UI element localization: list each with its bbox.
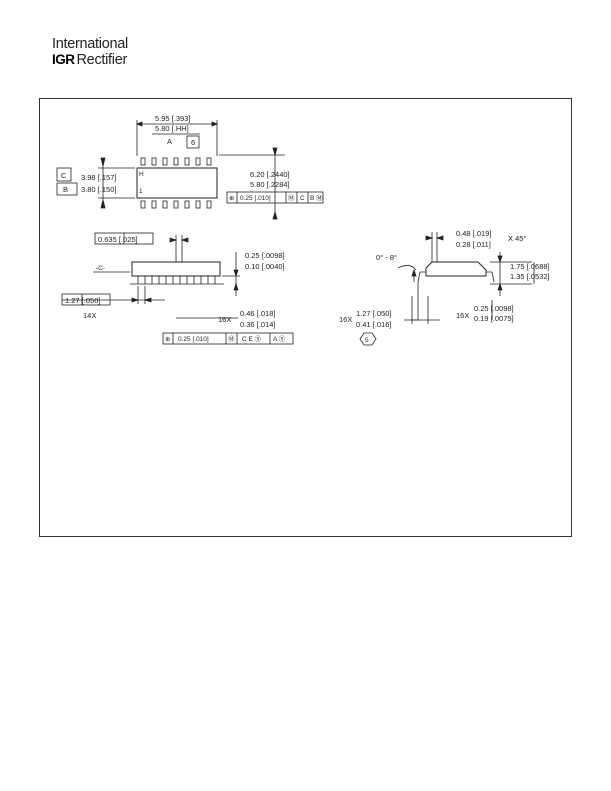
side-leads (137, 276, 216, 284)
lead-pitch: 1.27 [.050] (65, 296, 100, 305)
body-width-min: 5.80 [.HH] (155, 124, 189, 133)
lead-thickness-max: 0.25 [.0098] (474, 304, 514, 313)
note-c-flag: C (61, 171, 67, 180)
chamfer-angle: X 45° (508, 234, 526, 243)
side-view: 0.635 [.025] -C- 0.25 [.0098] 0.10 [.004… (61, 232, 294, 345)
top-view: H 1 5.95 [.393] 5.80 [.HH] A 6 C B 3.98 … (56, 114, 324, 220)
foot-length-count: 16X (339, 315, 352, 324)
lead-width-min: 0.36 [.014] (240, 320, 275, 329)
body-width-max: 5.95 [.393] (155, 114, 190, 123)
package-height-max: 1.75 [.0688] (510, 262, 550, 271)
fcf-datum-ce: C E Ⓢ (242, 335, 262, 343)
logo-wordmark-rectifier: Rectifier (76, 52, 128, 68)
fcf-tolerance: 0.25 [.010] (240, 195, 271, 202)
package-height-min: 1.35 [.0532] (510, 272, 550, 281)
top-leads (140, 157, 212, 166)
drawing-frame (39, 98, 572, 537)
end-view: 0.48 [.019] 0.28 [.011] X 45° 0° - 8° 1.… (339, 229, 550, 346)
foot-length-min: 0.41 [.016] (356, 320, 391, 329)
note-5-flag: 5 (365, 337, 369, 344)
pin-1-label: 1 (139, 188, 143, 195)
fcf-datum-a: A Ⓢ (273, 335, 286, 343)
lead-thickness-count: 16X (456, 311, 469, 320)
chamfer-min: 0.28 [.011] (456, 240, 491, 249)
note-6-flag: 6 (191, 138, 195, 147)
bottom-leads (140, 200, 212, 209)
lead-thickness-min: 0.19 [.0075] (474, 314, 514, 323)
lead-span-max: 6.20 [.2440] (250, 170, 290, 179)
fcf-position-symbol: ⊕ (165, 336, 171, 343)
foot-length-max: 1.27 [.050] (356, 309, 391, 318)
lead-width-max: 0.46 [.018] (240, 309, 275, 318)
lead-count: 14X (83, 311, 96, 320)
standoff-min: 0.10 [.0040] (245, 262, 285, 271)
body-height-min: 3.80 [.150] (81, 185, 116, 194)
fcf-tolerance: 0.25 [.010] (178, 336, 209, 343)
fcf-position-symbol: ⊕ (229, 195, 235, 202)
pin-h-label: H (139, 171, 144, 178)
fcf-datum-b: B Ⓜ (310, 194, 323, 202)
lead-angle: 0° - 8° (376, 253, 397, 262)
standoff-max: 0.25 [.0098] (245, 251, 285, 260)
logo-mark: IGR (52, 52, 75, 67)
pitch-dimension: 0.635 [.025] (98, 235, 138, 244)
fcf-material-modifier: Ⓜ (288, 194, 295, 202)
logo-wordmark-international: International (52, 36, 128, 52)
lead-span-min: 5.80 [.2284] (250, 180, 290, 189)
datum-a-label: A (167, 137, 172, 146)
fcf-datum-c: C (300, 195, 305, 202)
chamfer-max: 0.48 [.019] (456, 229, 491, 238)
body-height-max: 3.98 [.157] (81, 173, 116, 182)
datum-b-label: B (63, 185, 68, 194)
datum-c-label: -C- (96, 265, 105, 272)
lead-width-count: 16X (218, 315, 231, 324)
fcf-material-modifier: Ⓜ (228, 335, 235, 343)
company-logo: International IGR Rectifier (52, 36, 128, 68)
